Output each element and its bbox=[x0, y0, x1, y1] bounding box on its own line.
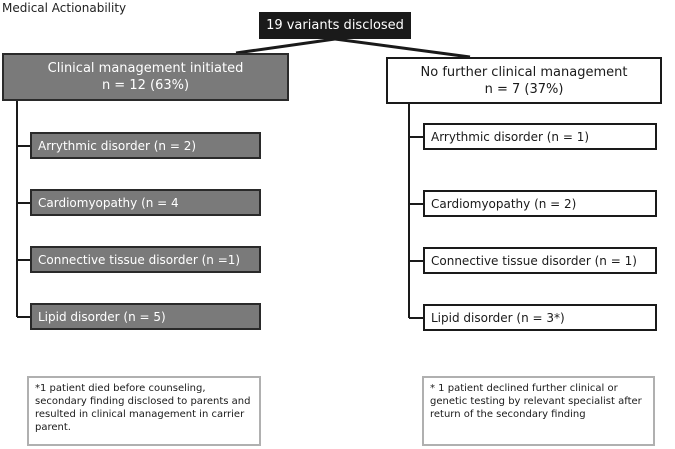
connector-root-right bbox=[334, 37, 471, 59]
left-item-arrythmic: Arrythmic disorder (n = 2) bbox=[30, 132, 261, 159]
left-item-lipid: Lipid disorder (n = 5) bbox=[30, 303, 261, 330]
right-heading-line1: No further clinical management bbox=[420, 64, 628, 80]
left-footnote: *1 patient died before counseling, secon… bbox=[27, 376, 261, 446]
connector-root-left bbox=[235, 37, 336, 55]
page-title: Medical Actionability bbox=[2, 1, 127, 15]
right-item-arrythmic: Arrythmic disorder (n = 1) bbox=[423, 123, 657, 150]
right-footnote: * 1 patient declined further clinical or… bbox=[422, 376, 655, 446]
left-heading-line1: Clinical management initiated bbox=[47, 61, 244, 76]
left-heading-line2: n = 12 (63%) bbox=[101, 78, 190, 93]
right-item-connective: Connective tissue disorder (n = 1) bbox=[423, 247, 657, 274]
right-heading-line2: n = 7 (37%) bbox=[484, 81, 564, 97]
right-item-cardiomyopathy: Cardiomyopathy (n = 2) bbox=[423, 190, 657, 217]
left-heading-node: Clinical management initiated n = 12 (63… bbox=[2, 53, 289, 101]
root-node: 19 variants disclosed bbox=[259, 12, 411, 39]
right-heading-node: No further clinical management n = 7 (37… bbox=[386, 57, 662, 104]
left-item-cardiomyopathy: Cardiomyopathy (n = 4 bbox=[30, 189, 261, 216]
left-item-connective: Connective tissue disorder (n =1) bbox=[30, 246, 261, 273]
right-item-lipid: Lipid disorder (n = 3*) bbox=[423, 304, 657, 331]
root-node-label: 19 variants disclosed bbox=[266, 18, 404, 33]
